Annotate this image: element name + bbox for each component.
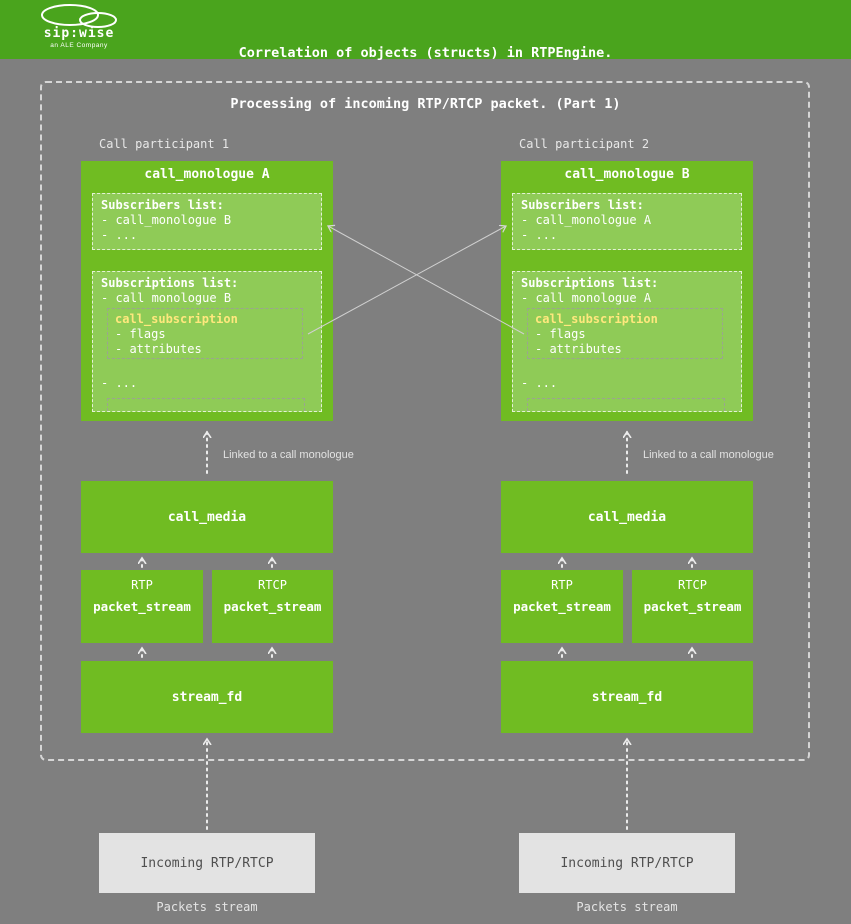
call-monologue-box: call_monologue A Subscribers list: - cal… xyxy=(81,161,333,421)
linked-note: Linked to a call monologue xyxy=(223,449,354,461)
subscription-item: - attributes xyxy=(535,342,622,356)
subscribers-list-box: Subscribers list: - call_monologue B - .… xyxy=(92,193,322,250)
proto-label-rtp: RTP xyxy=(131,578,153,592)
subscribers-item: - ... xyxy=(101,228,138,242)
packets-stream-label: Packets stream xyxy=(576,900,678,914)
call-subscription-title: call_subscription xyxy=(535,312,658,326)
stream-fd-title: stream_fd xyxy=(171,689,243,705)
page-title: Correlation of objects (structs) in RTPE… xyxy=(0,11,851,147)
participant-column-1: Call participant 1 call_monologue A Subs… xyxy=(81,0,354,924)
subscription-item: - attributes xyxy=(115,342,202,356)
linked-note: Linked to a call monologue xyxy=(643,449,774,461)
call-monologue-box: call_monologue B Subscribers list: - cal… xyxy=(501,161,753,421)
subscription-item: - flags xyxy=(535,327,586,341)
stream-fd-title: stream_fd xyxy=(591,689,663,705)
sipwise-logo: sip:wise an ALE Company xyxy=(32,3,126,49)
subscribers-list-title: Subscribers list: xyxy=(101,198,224,212)
call-media-box: call_media xyxy=(501,481,753,553)
header-bar: sip:wise an ALE Company Correlation of o… xyxy=(0,0,851,112)
call-media-title: call_media xyxy=(167,509,247,525)
call-subscription-box: call_subscription - flags - attributes xyxy=(527,308,723,359)
subscription-item: - flags xyxy=(115,327,166,341)
subscribers-item: - call_monologue B xyxy=(101,213,232,227)
incoming-rtp-rtcp-box: Incoming RTP/RTCP xyxy=(99,833,315,893)
subscriptions-list-box: Subscriptions list: - call monologue A c… xyxy=(512,271,742,412)
subscribers-item: - call_monologue A xyxy=(521,213,652,227)
subscriptions-list-box: Subscriptions list: - call monologue B c… xyxy=(92,271,322,412)
subscribers-list-box: Subscribers list: - call_monologue A - .… xyxy=(512,193,742,250)
subscribers-list-title: Subscribers list: xyxy=(521,198,644,212)
participant-label: Call participant 1 xyxy=(99,137,230,151)
incoming-rtp-rtcp-label: Incoming RTP/RTCP xyxy=(140,855,274,871)
logo-brand-text: sip:wise xyxy=(43,26,115,41)
packet-stream-box-rtcp: RTCP packet_stream xyxy=(212,570,333,643)
proto-label-rtcp: RTCP xyxy=(678,578,707,592)
incoming-rtp-rtcp-label: Incoming RTP/RTCP xyxy=(560,855,694,871)
subscriptions-list-title: Subscriptions list: xyxy=(521,276,659,290)
sipwise-cloud-icon xyxy=(41,4,117,28)
call-media-box: call_media xyxy=(81,481,333,553)
participant-label: Call participant 2 xyxy=(519,137,650,151)
packets-stream-label: Packets stream xyxy=(156,900,258,914)
more-subscription-box xyxy=(107,398,305,411)
packet-stream-title: packet_stream xyxy=(513,599,611,614)
stream-fd-box: stream_fd xyxy=(501,661,753,733)
packet-stream-title: packet_stream xyxy=(643,599,742,614)
proto-label-rtp: RTP xyxy=(551,578,573,592)
packet-stream-box-rtcp: RTCP packet_stream xyxy=(632,570,753,643)
more-subscription-box xyxy=(527,398,725,411)
logo-sub-text: an ALE Company xyxy=(50,42,108,49)
subscriptions-item: - call monologue A xyxy=(521,291,652,305)
packet-stream-title: packet_stream xyxy=(223,599,322,614)
call-monologue-title: call_monologue A xyxy=(144,167,270,182)
subscriptions-more: - ... xyxy=(521,376,558,390)
participant-column-2: Call participant 2 call_monologue B Subs… xyxy=(501,0,774,924)
rtpengine-boundary-frame xyxy=(40,81,810,761)
packet-stream-box-rtp: RTP packet_stream xyxy=(81,570,203,643)
subscriptions-more: - ... xyxy=(101,376,138,390)
packet-stream-box-rtp: RTP packet_stream xyxy=(501,570,623,643)
page-title-line1: Correlation of objects (structs) in RTPE… xyxy=(238,45,613,61)
stream-fd-box: stream_fd xyxy=(81,661,333,733)
call-monologue-title: call_monologue B xyxy=(564,167,690,182)
page-title-line2: Processing of incoming RTP/RTCP packet. … xyxy=(230,96,621,112)
call-subscription-title: call_subscription xyxy=(115,312,238,326)
packet-stream-title: packet_stream xyxy=(93,599,191,614)
incoming-rtp-rtcp-box: Incoming RTP/RTCP xyxy=(519,833,735,893)
subscriptions-list-title: Subscriptions list: xyxy=(101,276,239,290)
subscribers-item: - ... xyxy=(521,228,558,242)
call-subscription-box: call_subscription - flags - attributes xyxy=(107,308,303,359)
subscriptions-item: - call monologue B xyxy=(101,291,232,305)
call-media-title: call_media xyxy=(587,509,667,525)
proto-label-rtcp: RTCP xyxy=(258,578,287,592)
